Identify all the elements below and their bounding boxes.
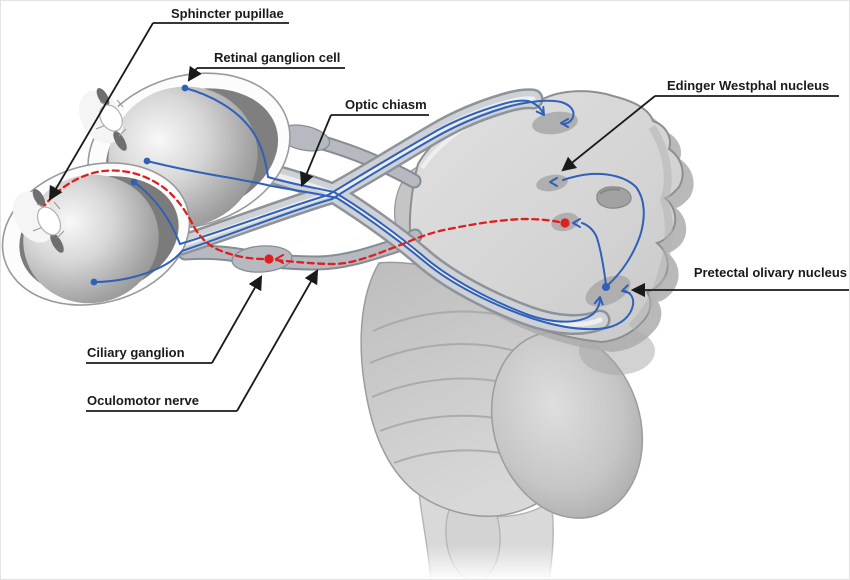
afferent-pathway — [90, 84, 645, 331]
label-edinger-westphal-nucleus: Edinger Westphal nucleus — [561, 78, 839, 172]
afferent-fiber-T2 — [146, 160, 635, 331]
label-ciliary-ganglion: Ciliary ganglion — [86, 275, 263, 364]
efferent-preganglionic-fiber — [273, 217, 561, 266]
cerebral-aqueduct — [596, 186, 632, 209]
label-text: Optic chiasm — [345, 97, 427, 112]
ew-neuron-soma — [560, 218, 570, 228]
pretectal-to-ew-loop-fiber — [562, 172, 645, 285]
label-text: Sphincter pupillae — [171, 6, 284, 21]
annotation-layer: Sphincter pupillae Retinal ganglion cell… — [48, 6, 849, 412]
label-text: Pretectal olivary nucleus — [694, 265, 847, 280]
oculomotor-nerve-right — [265, 123, 422, 189]
lens — [36, 206, 62, 236]
cerebellar-peduncle — [490, 331, 644, 519]
ciliary-ganglion-soma — [264, 254, 274, 264]
leader-line — [211, 275, 263, 364]
iris-upper — [32, 189, 46, 207]
leader-line — [48, 22, 154, 201]
iris-lower — [113, 131, 127, 151]
aqueduct-shadow — [599, 188, 621, 195]
afferent-fiber-B2 — [93, 99, 575, 283]
label-pretectal-olivary-nucleus: Pretectal olivary nucleus — [630, 265, 849, 298]
bottom-fade — [381, 545, 661, 579]
retinal-ganglion-cell-soma-3 — [130, 178, 138, 186]
vitreous-body — [23, 174, 159, 304]
label-oculomotor-nerve: Oculomotor nerve — [86, 269, 319, 412]
retinal-ganglion-cell-soma — [181, 84, 189, 92]
retinal-ganglion-cell-soma-2 — [143, 157, 151, 165]
label-text: Ciliary ganglion — [87, 345, 185, 360]
leader-line — [561, 95, 656, 172]
pretectal-to-ew-fiber — [581, 222, 607, 286]
label-optic-chiasm: Optic chiasm — [300, 97, 429, 187]
pretectal-olivary-nucleus-body — [585, 275, 631, 307]
label-text: Oculomotor nerve — [87, 393, 199, 408]
leader-line — [300, 114, 332, 187]
afferent-fiber-B1 — [133, 99, 544, 246]
leader-line — [187, 65, 202, 82]
zonule-fibers — [32, 201, 65, 239]
efferent-postganglionic-fiber — [43, 169, 265, 261]
iris-lower — [50, 233, 64, 253]
efferent-pathway — [43, 169, 570, 266]
label-sphincter-pupillae: Sphincter pupillae — [48, 6, 289, 201]
label-retinal-ganglion-cell: Retinal ganglion cell — [187, 50, 345, 82]
afferent-fiber-T1 — [184, 87, 601, 323]
pretectal-neuron-soma — [602, 283, 610, 291]
pretectal-nucleus-right — [532, 111, 578, 135]
leader-line — [236, 269, 319, 412]
label-text: Edinger Westphal nucleus — [667, 78, 829, 93]
retinal-ganglion-cell-soma-4 — [90, 278, 98, 286]
label-text: Retinal ganglion cell — [214, 50, 340, 65]
slab-right-shade — [628, 124, 673, 330]
